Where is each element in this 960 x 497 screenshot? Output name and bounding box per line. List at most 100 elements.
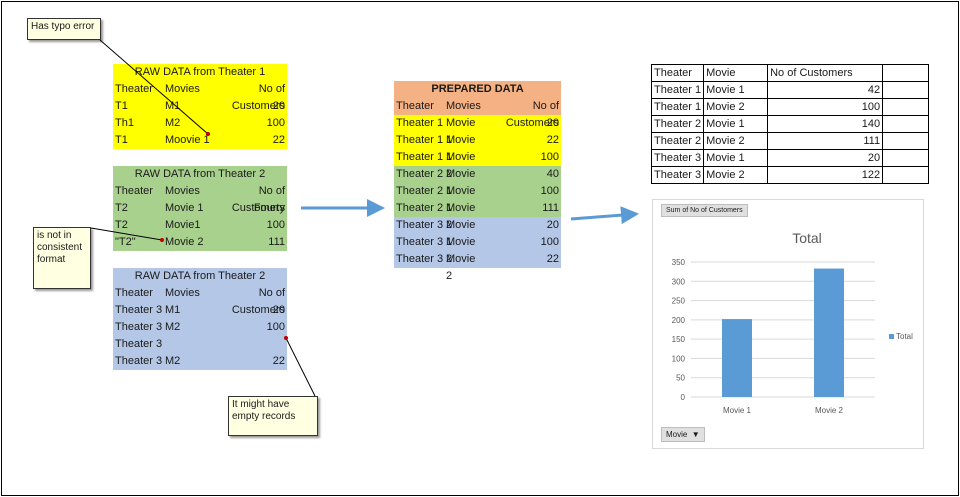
legend-swatch bbox=[889, 334, 894, 339]
raw-data-theater-3-table: RAW DATA from Theater 2 Theater Movies N… bbox=[113, 268, 287, 370]
y-tick-label: 150 bbox=[672, 335, 686, 344]
prepared-data-table: PREPARED DATA Theater Movies No of Custo… bbox=[394, 81, 561, 282]
raw3-header-movies: Movies bbox=[165, 287, 200, 299]
prepared-cell-movie: Movie 1 bbox=[446, 168, 476, 197]
raw1-cell-movie: M2 bbox=[165, 117, 181, 129]
summary-cell-theater: Theater 2 bbox=[650, 115, 705, 133]
value-field-button[interactable]: Sum of No of Customers bbox=[661, 204, 748, 217]
raw3-title: RAW DATA from Theater 2 bbox=[134, 270, 266, 282]
raw1-cell-theater: T1 bbox=[115, 134, 128, 146]
raw2-cell-theater: T2 bbox=[115, 219, 128, 231]
raw-data-theater-1-table: RAW DATA from Theater 1 Theater Movies N… bbox=[113, 64, 287, 149]
note-typo-error: Has typo error bbox=[27, 18, 101, 40]
prepared-header-row: Theater Movies No of Customers bbox=[394, 98, 561, 129]
flow-arrow-prepared-to-result bbox=[570, 206, 639, 225]
y-tick-label: 0 bbox=[681, 393, 686, 402]
axis-field-button[interactable]: Movie ▼ bbox=[661, 427, 705, 442]
raw1-cell-theater: T1 bbox=[115, 100, 128, 112]
prepared-cell-movie: Movie 1 bbox=[446, 185, 476, 214]
prepared-title: PREPARED DATA bbox=[394, 81, 561, 98]
raw2-cell-movie: Movie 2 bbox=[165, 236, 204, 248]
prepared-cell-customers: 100 bbox=[540, 236, 559, 248]
raw3-cell-customers: 22 bbox=[272, 355, 285, 367]
raw3-header-customers: No of Customers bbox=[231, 287, 285, 316]
raw1-cell-movie: Moovie 1 bbox=[165, 134, 210, 146]
raw2-header-row: Theater Movies No of Customers bbox=[113, 183, 287, 214]
prepared-cell-theater: Theater 2 bbox=[396, 168, 444, 180]
summary-header-row: Theater Movie No of Customers bbox=[650, 64, 930, 82]
raw3-cell-movie: M2 bbox=[165, 321, 181, 333]
summary-header-theater: Theater bbox=[650, 64, 705, 82]
prepared-cell-customers: 111 bbox=[542, 202, 559, 214]
summary-cell-theater: Theater 2 bbox=[650, 132, 705, 150]
raw1-header-theater: Theater bbox=[115, 83, 153, 95]
summary-cell-theater: Theater 3 bbox=[650, 166, 705, 184]
prepared-cell-theater: Theater 3 bbox=[396, 253, 444, 265]
raw2-header-theater: Theater bbox=[115, 185, 153, 197]
raw2-cell-movie: Movie 1 bbox=[165, 202, 204, 214]
prepared-cell-movie: Movie 2 bbox=[446, 236, 476, 265]
prepared-cell-movie: Movie 1 bbox=[446, 134, 476, 163]
prepared-cell-movie: Movie 2 bbox=[446, 202, 476, 231]
raw2-cell-theater: "T2" bbox=[115, 236, 136, 248]
prepared-cell-customers: 22 bbox=[546, 134, 559, 146]
raw2-cell-customers: Fourty bbox=[253, 202, 285, 214]
empty-note-pointer bbox=[284, 336, 288, 340]
note-empty-records: It might have empty records bbox=[228, 396, 318, 436]
summary-header-customers: No of Customers bbox=[767, 64, 884, 82]
prepared-cell-theater: Theater 1 bbox=[396, 151, 444, 163]
raw1-cell-customers: 22 bbox=[272, 134, 285, 146]
raw1-header-customers: No of Customers bbox=[231, 83, 285, 112]
raw1-cell-customers: 20 bbox=[272, 100, 285, 112]
raw1-header-movies: Movies bbox=[165, 83, 200, 95]
raw2-title: RAW DATA from Theater 2 bbox=[134, 168, 266, 180]
prepared-cell-customers: 40 bbox=[546, 168, 559, 180]
prepared-cell-movie: Movie 1 bbox=[446, 219, 476, 248]
raw2-header-customers: No of Customers bbox=[231, 185, 285, 214]
raw1-cell-customers: 100 bbox=[266, 117, 285, 129]
prepared-cell-theater: Theater 1 bbox=[396, 117, 444, 129]
prepared-header-movies: Movies bbox=[446, 100, 481, 112]
typo-note-pointer bbox=[206, 132, 210, 136]
raw3-cell-theater: Theater 3 bbox=[115, 338, 163, 350]
bar-movie-2 bbox=[814, 268, 844, 397]
summary-empty-cell bbox=[882, 166, 930, 184]
raw2-header-movies: Movies bbox=[165, 185, 200, 197]
legend-label: Total bbox=[896, 332, 913, 341]
raw3-cell-theater: Theater 3 bbox=[115, 304, 163, 316]
axis-field-label: Movie bbox=[666, 430, 688, 439]
format-note-connector bbox=[90, 227, 163, 241]
raw3-header-row: Theater Movies No of Customers bbox=[113, 285, 287, 316]
y-tick-label: 200 bbox=[672, 316, 686, 325]
raw3-cell-customers: 20 bbox=[272, 304, 285, 316]
summary-cell-movie: Movie 1 bbox=[703, 81, 769, 99]
format-note-pointer bbox=[160, 238, 164, 242]
raw2-cell-customers: 100 bbox=[266, 219, 285, 231]
raw3-cell-customers: 100 bbox=[266, 321, 285, 333]
y-tick-label: 300 bbox=[672, 277, 686, 286]
prepared-header-theater: Theater bbox=[396, 100, 434, 112]
summary-cell-movie: Movie 2 bbox=[703, 132, 769, 150]
x-tick-label: Movie 1 bbox=[723, 406, 752, 415]
raw3-cell-theater: Theater 3 bbox=[115, 321, 163, 333]
